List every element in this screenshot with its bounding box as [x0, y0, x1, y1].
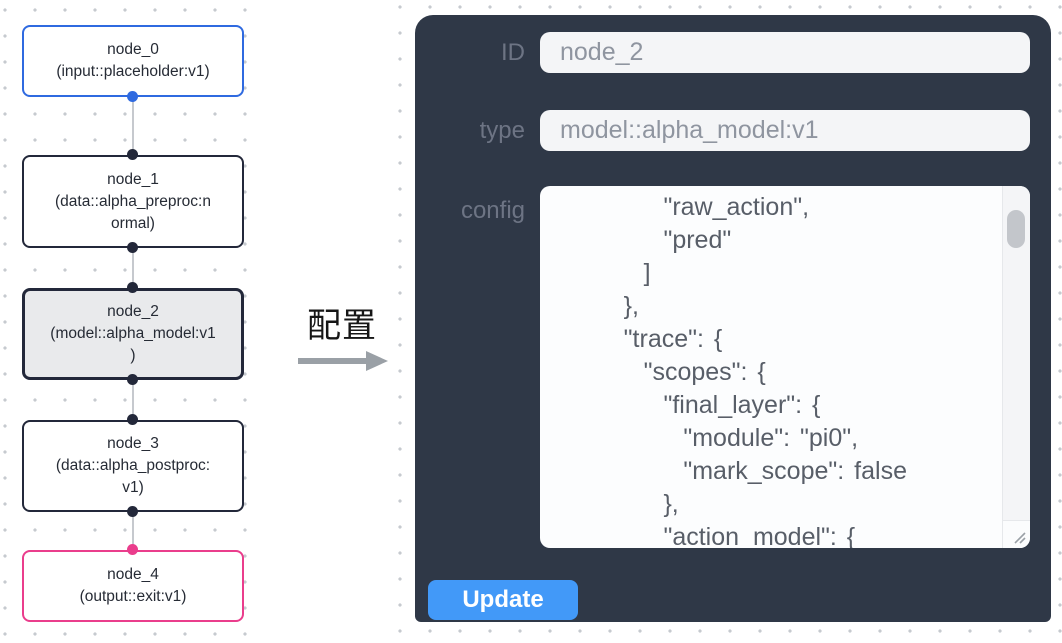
id-input[interactable]	[540, 32, 1030, 73]
config-scrollbar-track	[1002, 186, 1030, 520]
textarea-resize-handle[interactable]	[1002, 520, 1030, 548]
node-subtitle: (input::placeholder:v1)	[56, 63, 210, 80]
port-node1-out[interactable]	[127, 242, 138, 253]
node-title: node_3	[107, 435, 159, 452]
configure-label: 配置	[307, 307, 377, 345]
node-title: node_2	[107, 303, 159, 320]
edge-node3-node4	[132, 512, 134, 550]
port-node3-in[interactable]	[127, 414, 138, 425]
update-button[interactable]: Update	[428, 580, 578, 620]
id-field-label: ID	[501, 39, 525, 66]
edge-node0-node1	[132, 97, 134, 155]
node-subtitle: (data::alpha_preproc:n ormal)	[55, 192, 211, 232]
type-input[interactable]	[540, 110, 1030, 151]
node-title: node_0	[107, 41, 159, 58]
right-arrow-icon	[298, 351, 388, 371]
flow-node-node1[interactable]: node_1 (data::alpha_preproc:n ormal)	[22, 155, 244, 248]
flow-node-node2-selected[interactable]: node_2 (model::alpha_model:v1 )	[22, 288, 244, 380]
config-scrollbar-thumb[interactable]	[1007, 210, 1025, 248]
node-config-panel: ID type config "raw_action", "pred" ] },…	[415, 15, 1051, 622]
type-field-label: type	[479, 117, 525, 144]
node-subtitle: (model::alpha_model:v1 )	[50, 325, 216, 364]
resize-grip-icon	[1014, 532, 1026, 544]
flow-node-node0[interactable]: node_0 (input::placeholder:v1)	[22, 25, 244, 97]
port-node3-out[interactable]	[127, 506, 138, 517]
node-title: node_1	[107, 170, 159, 188]
edge-node1-node2	[132, 248, 134, 288]
node-subtitle: (output::exit:v1)	[79, 588, 187, 605]
edge-node2-node3	[132, 380, 134, 420]
port-node2-in[interactable]	[127, 282, 138, 293]
config-textarea[interactable]: "raw_action", "pred" ] }, "trace": { "sc…	[540, 186, 1030, 548]
port-node1-in[interactable]	[127, 149, 138, 160]
flow-canvas: node_0 (input::placeholder:v1) node_1 (d…	[0, 0, 273, 643]
config-json-text[interactable]: "raw_action", "pred" ] }, "trace": { "sc…	[623, 193, 907, 548]
node-title: node_4	[107, 566, 159, 583]
config-field-label: config	[460, 197, 525, 224]
node-subtitle: (data::alpha_postproc: v1)	[55, 457, 211, 496]
flow-node-node3[interactable]: node_3 (data::alpha_postproc: v1)	[22, 420, 244, 512]
configure-annotation: 配置	[292, 298, 392, 373]
port-node4-in[interactable]	[127, 544, 138, 555]
port-node2-out[interactable]	[127, 374, 138, 385]
port-node0-out[interactable]	[127, 91, 138, 102]
flow-node-node4[interactable]: node_4 (output::exit:v1)	[22, 550, 244, 622]
